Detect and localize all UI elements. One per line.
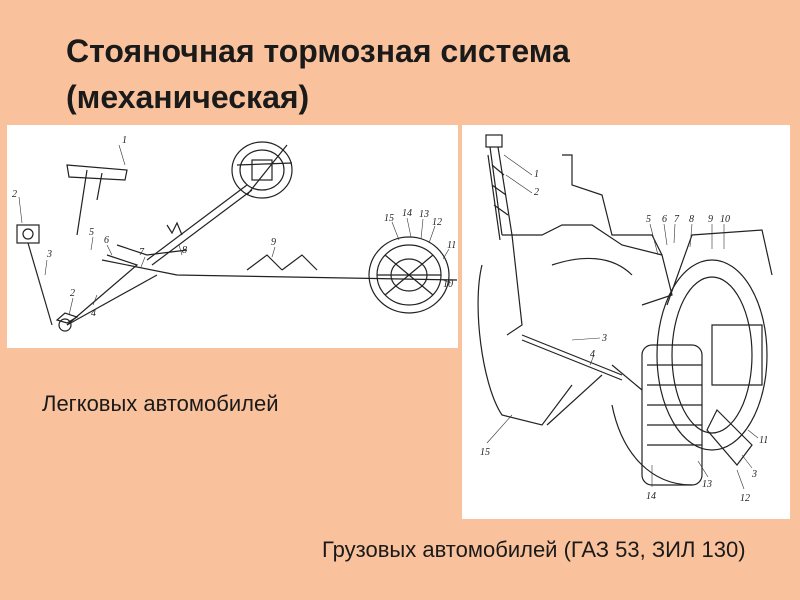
truck-callout-12: 12 [740, 493, 750, 504]
car-callout-5: 5 [89, 227, 94, 238]
truck-callout-2: 2 [534, 187, 539, 198]
car-callout-14: 14 [402, 208, 412, 219]
car-callout-9: 9 [271, 237, 276, 248]
truck-callout-15: 15 [480, 447, 490, 458]
car-parking-brake-diagram: 1 2 3 2 4 5 6 7 8 9 15 14 13 12 11 10 [7, 125, 458, 348]
car-callout-10: 10 [443, 279, 453, 290]
car-callout-11: 11 [447, 240, 456, 251]
truck-diagram-drawing: 1 2 5 6 7 8 9 10 3 4 15 14 13 12 11 3 [477, 134, 773, 504]
car-callout-8: 8 [182, 245, 187, 256]
truck-callout-10: 10 [720, 214, 730, 225]
car-diagram-drawing: 1 2 3 2 4 5 6 7 8 9 15 14 13 12 11 10 [12, 135, 458, 332]
car-callout-13: 13 [419, 209, 429, 220]
car-callout-2b: 2 [70, 288, 75, 299]
title-line-2: (механическая) [66, 79, 310, 115]
truck-callout-6: 6 [662, 214, 667, 225]
car-callout-3: 3 [46, 249, 52, 260]
truck-callout-9: 9 [708, 214, 713, 225]
caption-passenger-cars: Легковых автомобилей [42, 391, 279, 416]
truck-callout-1: 1 [534, 169, 539, 180]
slide-title: Стояночная тормозная система (механическ… [66, 28, 766, 120]
car-callout-6: 6 [104, 235, 109, 246]
car-callout-4: 4 [91, 308, 96, 319]
truck-callout-4: 4 [590, 349, 595, 360]
truck-callout-7: 7 [674, 214, 680, 225]
car-callout-1: 1 [122, 135, 127, 146]
truck-callout-8: 8 [689, 214, 694, 225]
truck-callout-5: 5 [646, 214, 651, 225]
truck-parking-brake-diagram: 1 2 5 6 7 8 9 10 3 4 15 14 13 12 11 3 [462, 125, 790, 519]
title-line-1: Стояночная тормозная система [66, 33, 570, 69]
truck-callout-13: 13 [702, 479, 712, 490]
truck-callout-3: 3 [601, 333, 607, 344]
caption-trucks: Грузовых автомобилей (ГАЗ 53, ЗИЛ 130) [322, 537, 746, 562]
car-callout-7: 7 [139, 247, 145, 258]
truck-callout-3b: 3 [751, 469, 757, 480]
truck-callout-14: 14 [646, 491, 656, 502]
car-callout-12: 12 [432, 217, 442, 228]
car-callout-15: 15 [384, 213, 394, 224]
truck-callout-11: 11 [759, 435, 768, 446]
car-callout-2: 2 [12, 189, 17, 200]
